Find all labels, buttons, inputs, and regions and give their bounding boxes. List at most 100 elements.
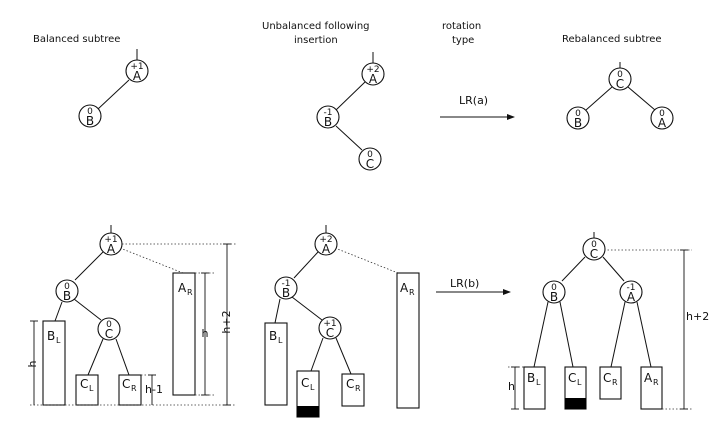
edge: [335, 125, 363, 151]
balance-factor: +2: [366, 65, 379, 75]
node-label: A: [369, 72, 378, 86]
node-label: B: [550, 290, 558, 304]
dimension-h-left: h: [26, 320, 39, 405]
subtree-label: B: [527, 371, 535, 385]
subtree-cl: C L: [296, 370, 320, 418]
subtree-subscript: L: [56, 336, 61, 345]
edge: [636, 301, 652, 368]
balance-factor: 0: [617, 70, 623, 80]
node-a: +1 A: [125, 59, 149, 83]
balance-factor: -1: [627, 283, 636, 293]
subtree-bl: B L: [264, 322, 288, 406]
balance-factor: 0: [106, 320, 112, 330]
edge: [293, 251, 319, 279]
subtree-ar: A R: [396, 272, 420, 409]
subtree-subscript: L: [577, 378, 582, 387]
edge: [585, 86, 613, 111]
node-a: -1 A: [619, 280, 643, 304]
header-balanced: Balanced subtree: [33, 34, 120, 45]
node-b: 0 B: [78, 104, 102, 128]
subtree-subscript: R: [187, 288, 193, 297]
header-rotation-line2: type: [452, 35, 474, 46]
dotted-edge: [119, 247, 184, 274]
node-b: 0 B: [542, 280, 566, 304]
node-label: B: [63, 289, 71, 303]
edge: [335, 337, 352, 375]
node-label: B: [324, 115, 332, 129]
dimension-h: h: [201, 272, 209, 396]
edge: [610, 301, 626, 368]
dimension-h: h: [508, 366, 519, 410]
balance-factor: -1: [282, 279, 291, 289]
header-rotation-line1: rotation: [442, 21, 481, 32]
edge: [533, 301, 549, 368]
node-label: C: [326, 326, 334, 340]
node-c: 0 C: [97, 317, 121, 341]
balance-factor: 0: [367, 150, 373, 160]
subtree-subscript: L: [310, 383, 315, 392]
subtree-subscript: R: [612, 378, 618, 387]
balance-factor: +1: [323, 319, 336, 329]
node-c: 0 C: [608, 67, 632, 91]
balance-factor: 0: [87, 107, 93, 117]
node-a: +1 A: [99, 232, 123, 256]
edge: [335, 81, 366, 111]
node-label: C: [366, 157, 374, 171]
rotation-label-b: LR(b): [450, 277, 479, 290]
edge: [54, 301, 63, 322]
node-c: +1 C: [318, 316, 342, 340]
node-label: A: [133, 69, 142, 83]
balance-factor: 0: [659, 109, 665, 119]
edge: [73, 298, 102, 321]
node-label: A: [658, 116, 667, 130]
subtree-subscript: R: [409, 288, 415, 297]
subtree-label: C: [122, 377, 130, 391]
balance-factor: -1: [324, 108, 333, 118]
node-a: +2 A: [314, 232, 338, 256]
bottom-unbalanced-tree: +2 A -1 B +1 C B L C L C R: [264, 225, 420, 418]
dimension-label: h: [202, 327, 209, 340]
node-label: B: [574, 116, 582, 130]
node-label: C: [616, 77, 624, 91]
bottom-rebalanced-tree: 0 C 0 B -1 A B L C L C R: [508, 232, 709, 410]
node-c: 0 C: [582, 237, 606, 261]
rotation-arrow-a: LR(a): [440, 94, 515, 120]
subtree-label: C: [346, 377, 354, 391]
edge: [97, 79, 130, 110]
subtree-subscript: R: [131, 384, 137, 393]
balance-factor: 0: [575, 109, 581, 119]
inserted-node-marker: [297, 406, 319, 417]
header-rebalanced: Rebalanced subtree: [562, 34, 662, 45]
node-b: 0 B: [55, 279, 79, 303]
edge: [74, 251, 104, 281]
node-label: A: [627, 290, 636, 304]
subtree-label: C: [568, 371, 576, 385]
subtree-subscript: L: [278, 336, 283, 345]
subtree-bl: B L: [42, 320, 66, 406]
balance-factor: +1: [130, 62, 143, 72]
subtree-ar: A R: [172, 272, 196, 396]
node-label: C: [105, 327, 113, 341]
subtree-label: A: [178, 281, 187, 295]
top-unbalanced-tree: +2 A -1 B 0 C: [316, 52, 385, 171]
subtree-cl: C L: [75, 374, 99, 406]
node-label: C: [590, 247, 598, 261]
top-rebalanced-tree: 0 C 0 B 0 A: [566, 62, 674, 130]
subtree-label: C: [603, 371, 611, 385]
edge: [310, 337, 324, 372]
edge: [602, 256, 625, 282]
subtree-label: B: [47, 329, 55, 343]
dimension-label: h-1: [145, 383, 163, 396]
bottom-balanced-tree: +1 A 0 B 0 C B L C L C R: [26, 225, 236, 406]
dimension-label: h: [508, 380, 515, 393]
balance-factor: +1: [104, 235, 117, 245]
dotted-edge: [334, 247, 399, 274]
dimension-label: h: [26, 360, 39, 367]
subtree-cr: C R: [599, 366, 622, 400]
subtree-label: C: [301, 376, 309, 390]
subtree-subscript: R: [355, 384, 361, 393]
subtree-label: A: [400, 281, 409, 295]
node-label: A: [107, 242, 116, 256]
dimension-h-plus-2: h+2: [680, 249, 709, 410]
